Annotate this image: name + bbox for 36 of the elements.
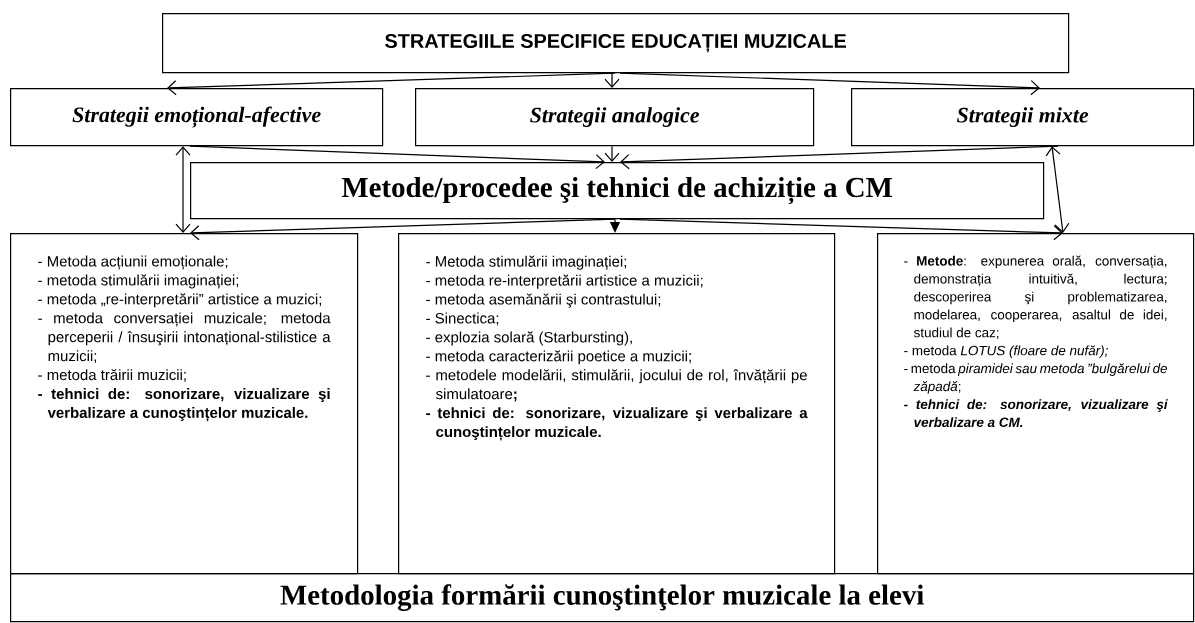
- method-list-box: [877, 233, 1195, 575]
- list-item: - metoda „re-interpretării” artistice a muzici;: [38, 293, 322, 308]
- arrow: [167, 72, 616, 96]
- arrow: [1045, 146, 1070, 233]
- list-item: - metoda conversației muzicale; metoda perceperii / însuşirii intonațional-stilistice a muzicii;: [38, 312, 331, 363]
- list-item: - metoda piramidei sau metoda ”bulgărelui de zăpadă;: [904, 363, 1168, 394]
- arrow: [604, 145, 620, 162]
- list-item: - metoda trăirii muzicii;: [38, 369, 186, 382]
- method-list-box: [398, 233, 836, 575]
- arrow: [190, 218, 616, 241]
- list-item: - Metoda acțiunii emoționale;: [38, 255, 228, 270]
- arrow: [619, 72, 1040, 96]
- methods-box: Metode/procedee şi tehnici de achiziție a CM: [190, 162, 1045, 220]
- list-item: - metoda re-interpretării artistice a muzicii;: [426, 274, 703, 289]
- list-item: - metoda LOTUS (floare de nufăr);: [904, 345, 1108, 358]
- method-list-box: [10, 233, 359, 575]
- list-item: - Sinectica;: [426, 312, 499, 326]
- arrow: [175, 146, 191, 233]
- arrow: [189, 145, 605, 170]
- footer-band: Metodologia formării cunoştinţelor muzicale la elevi: [10, 573, 1195, 623]
- arrow: [619, 218, 1063, 241]
- list-item: - tehnici de: sonorizare, vizualizare şi verbalizare a cunoştințelor muzicale.: [426, 407, 808, 441]
- list-item: - Metode: expunerea orală, conversația, demonstrația intuitivă, lectura; descoperirea şi problematizarea, modelarea, cooperarea, asaltul de idei, studiul de caz;: [904, 255, 1167, 339]
- list-item: - tehnici de: sonorizare, vizualizare şi verbalizare a cunoştințelor muzicale.: [38, 388, 330, 422]
- list-item: - Metoda stimulării imaginației;: [426, 255, 627, 270]
- strategy-box: Strategii mixte: [851, 88, 1195, 147]
- list-item: - explozia solară (Starbursting),: [426, 331, 632, 346]
- list-item: - tehnici de: sonorizare, vizualizare şi verbalizare a CM.: [904, 399, 1168, 428]
- title-box: STRATEGIILE SPECIFICE EDUCAȚIEI MUZICALE: [162, 13, 1070, 74]
- arrow: [620, 145, 1059, 170]
- list-item: - metodele modelării, stimulării, jocului de rol, învățării pe simulatoare;: [426, 369, 807, 402]
- strategy-box: Strategii emoțional-afective: [10, 88, 384, 147]
- list-item: - metoda caracterizării poetice a muzicii;: [426, 350, 691, 365]
- strategy-box: Strategii analogice: [415, 88, 815, 147]
- list-item: - metoda stimulării imaginației;: [38, 274, 239, 289]
- list-item: - metoda asemănării şi contrastului;: [426, 293, 661, 308]
